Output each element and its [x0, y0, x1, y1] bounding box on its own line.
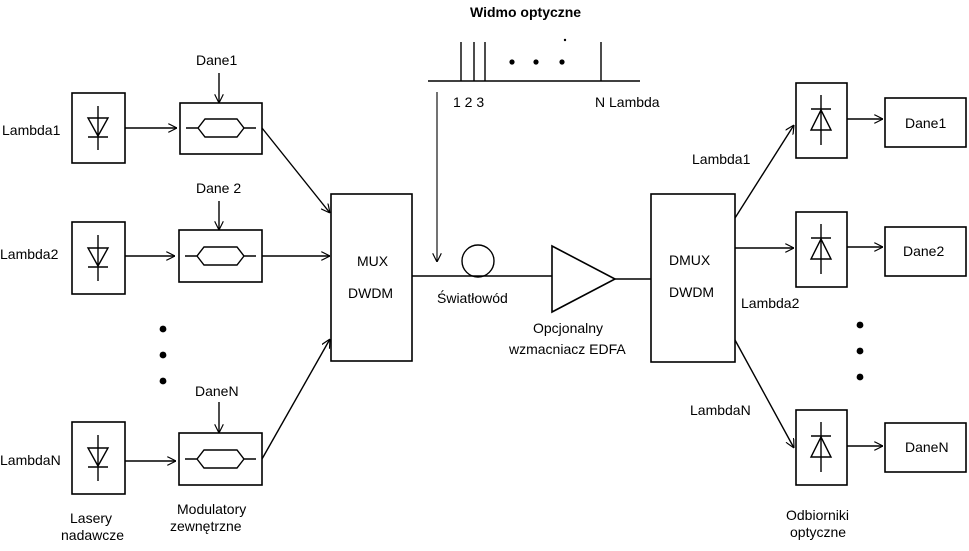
lasers-caption-line1: Lasery: [70, 510, 112, 526]
laser-label: Lambda2: [0, 246, 59, 262]
data-out-box: [884, 422, 967, 473]
spectrum-channel-numbers: 1 2 3: [453, 94, 484, 110]
modulator-data-label: DaneN: [195, 383, 239, 399]
data-out-box: [884, 97, 967, 148]
receiver-2: [795, 211, 848, 288]
receivers-caption-line2: optyczne: [790, 524, 846, 540]
mach-zehnder-icon: [185, 449, 256, 469]
data-out-box: [884, 226, 967, 277]
modulator-n: DaneN: [178, 383, 263, 486]
receiver-1: [795, 82, 848, 159]
receivers-caption-line1: Odbiorniki: [786, 507, 849, 523]
modulator-data-label: Dane 2: [196, 180, 241, 196]
amplifier-caption-line2: wzmacniacz EDFA: [508, 341, 626, 357]
spectrum-dot: [533, 59, 539, 65]
mux-label-line1: MUX: [357, 253, 389, 269]
fiber-label: Światłowód: [437, 289, 508, 306]
laser-label: Lambda1: [2, 122, 61, 138]
laser-diode-icon: [86, 235, 110, 281]
spectrum-dot: [563, 38, 567, 42]
mux-dwdm: MUX DWDM: [330, 193, 413, 362]
spectrum-last-channel: N Lambda: [595, 94, 660, 110]
dmux-output-arrow: [734, 125, 794, 219]
mux-label-line2: DWDM: [348, 285, 393, 301]
channel-ellipsis-right: [856, 321, 864, 381]
mux-box: [330, 193, 413, 362]
spectrum-title: Widmo optyczne: [470, 4, 581, 20]
lasers-caption-line2: nadawcze: [61, 527, 124, 543]
modulators-caption-line2: zewnętrzne: [170, 518, 242, 534]
receiver-data-label: Dane2: [903, 243, 944, 259]
mach-zehnder-icon: [186, 118, 256, 138]
modulator-to-mux-arrow: [261, 339, 330, 460]
receiver-data-label: DaneN: [905, 439, 949, 455]
photodiode-icon: [809, 224, 833, 274]
modulator-2: Dane 2: [178, 180, 263, 283]
mach-zehnder-icon: [185, 246, 256, 266]
modulators-caption-line1: Modulatory: [177, 501, 246, 517]
dmux-output-label: Lambda2: [741, 295, 800, 311]
dmux-output-arrow: [734, 339, 794, 448]
amplifier-triangle-icon: [551, 244, 617, 314]
photodiode-icon: [809, 95, 833, 145]
modulator-data-label: Dane1: [196, 52, 237, 68]
dmux-label-line1: DMUX: [669, 252, 711, 268]
fiber-coil-icon: [461, 244, 495, 278]
laser-diode-icon: [86, 435, 110, 481]
dmux-box: [650, 193, 736, 363]
edfa-amplifier: Opcjonalny wzmacniacz EDFA: [508, 244, 626, 357]
modulator-to-mux-arrow: [261, 127, 330, 213]
laser-box: [71, 92, 126, 164]
laser-diode-icon: [86, 106, 110, 150]
receiver-n: [795, 409, 848, 486]
laser-label: LambdaN: [0, 452, 61, 468]
amplifier-caption-line1: Opcjonalny: [533, 320, 603, 336]
photodiode-icon: [809, 422, 833, 472]
spectrum-dot: [559, 59, 565, 65]
laser-2: Lambda2: [0, 221, 126, 295]
dmux-label-line2: DWDM: [669, 284, 714, 300]
dmux-output-label: Lambda1: [692, 151, 751, 167]
modulator-1: Dane1: [179, 52, 263, 155]
spectrum-dot: [509, 59, 515, 65]
laser-n: LambdaN: [0, 421, 126, 495]
dmux-dwdm: DMUX DWDM: [650, 193, 736, 363]
dmux-output-label: LambdaN: [690, 402, 751, 418]
receiver-data-label: Dane1: [905, 115, 946, 131]
channel-ellipsis-left: [159, 325, 167, 385]
laser-1: Lambda1: [2, 92, 126, 164]
optical-spectrum: Widmo optyczne 1 2 3 N Lambda: [428, 4, 660, 262]
